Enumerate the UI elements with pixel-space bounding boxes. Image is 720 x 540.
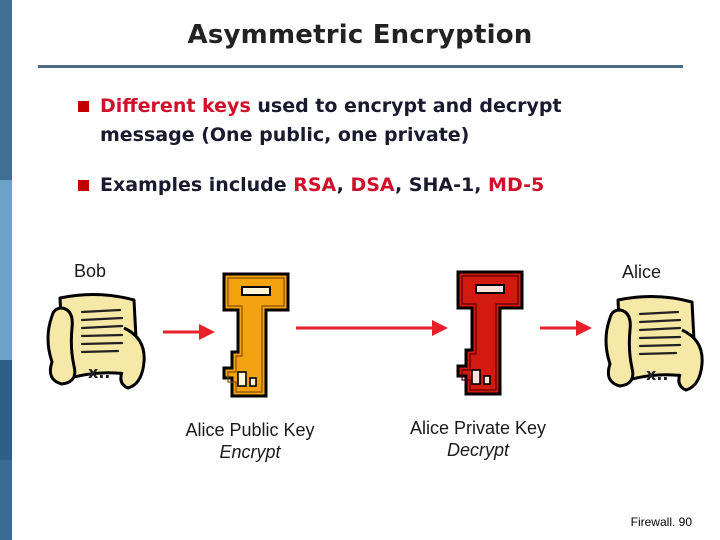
arrow-icon xyxy=(163,324,215,340)
private-key-label: Alice Private Key xyxy=(409,418,547,438)
side-accent-bar xyxy=(0,0,12,540)
algorithm-rsa: RSA xyxy=(293,174,337,196)
svg-text:x..: x.. xyxy=(646,365,668,384)
svg-text:x..: x.. xyxy=(88,363,110,382)
sender-label: Bob xyxy=(74,261,107,281)
decrypt-label: Decrypt xyxy=(446,440,509,460)
encrypt-label: Encrypt xyxy=(219,442,281,462)
highlight-text: Different keys xyxy=(100,95,251,117)
side-bar-segment xyxy=(0,0,12,180)
private-key-icon xyxy=(456,270,524,396)
page-title: Asymmetric Encryption xyxy=(187,20,533,50)
side-bar-segment xyxy=(0,360,12,460)
bullet-text: Different keys used to encrypt and decry… xyxy=(100,92,638,150)
public-key-label: Alice Public Key xyxy=(185,420,315,440)
bullet-marker-icon xyxy=(78,101,89,112)
slide-footer: Firewall. 90 xyxy=(630,515,692,529)
title-underline xyxy=(38,65,683,68)
receiver-label: Alice xyxy=(622,262,662,282)
arrow-icon xyxy=(540,320,592,336)
arrow-icon xyxy=(296,320,448,336)
public-key-caption: Alice Public Key Encrypt xyxy=(170,419,330,463)
document-scroll-icon: x.. xyxy=(604,294,704,392)
bullet-marker-icon xyxy=(78,180,89,191)
bullet-different-keys: Different keys used to encrypt and decry… xyxy=(78,92,638,150)
private-key-caption: Alice Private Key Decrypt xyxy=(396,417,560,461)
bullet-text-part: , xyxy=(336,174,351,196)
bullet-examples: Examples include RSA, DSA, SHA-1, MD-5 xyxy=(78,171,678,200)
side-bar-segment xyxy=(0,180,12,360)
algorithm-md5: MD-5 xyxy=(488,174,545,196)
algorithm-dsa: DSA xyxy=(350,174,395,196)
side-bar-segment xyxy=(0,460,12,540)
bullet-text-part: , SHA-1, xyxy=(394,174,489,196)
bullet-text-part: used to encrypt and decrypt message (One… xyxy=(100,95,562,146)
bullet-text-part: Examples include xyxy=(100,174,294,196)
bullet-text: Examples include RSA, DSA, SHA-1, MD-5 xyxy=(100,171,678,200)
document-scroll-icon: x.. xyxy=(46,292,146,390)
public-key-icon xyxy=(222,272,290,398)
